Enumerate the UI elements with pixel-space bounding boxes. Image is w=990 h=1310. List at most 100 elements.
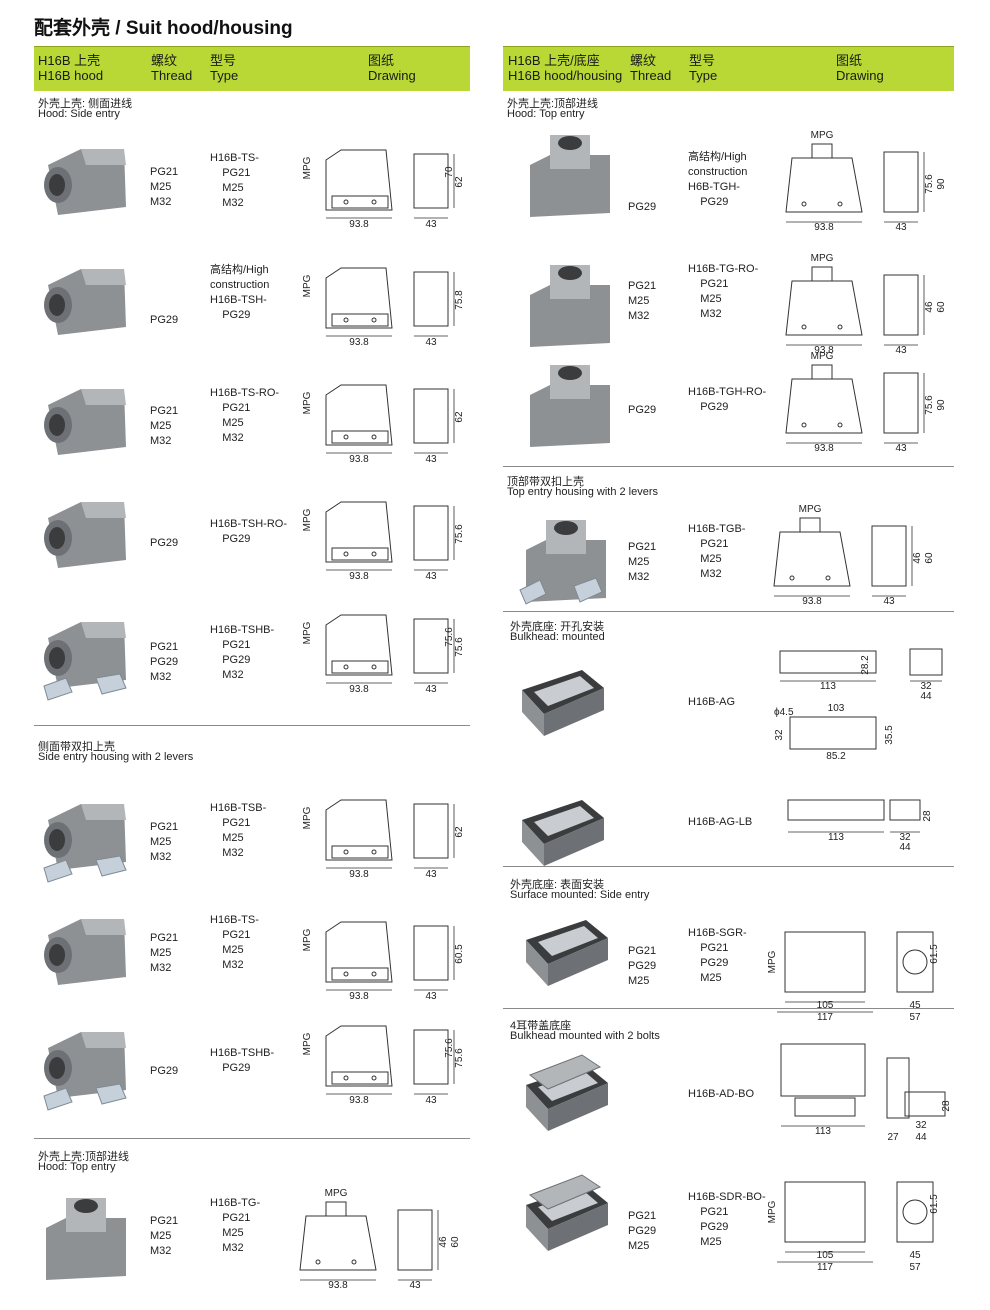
dimension-label: 61.5 — [929, 944, 940, 964]
left-type-cn: 型号 — [210, 53, 237, 68]
technical-drawing: MPG 93.8 43 75.6 — [302, 501, 465, 582]
type-code: H16B-TSB- PG21 M25 M32 — [210, 802, 267, 859]
mpg-label: MPG — [302, 928, 313, 951]
thread-options: PG29 — [150, 1065, 179, 1077]
housing-photo — [43, 622, 127, 701]
housing-photo — [530, 135, 610, 217]
type-code: H16B-TSHB- PG29 — [210, 1047, 275, 1074]
type-code: H16B-TG- PG21 M25 M32 — [210, 1197, 261, 1254]
dimension-label: 62 — [454, 826, 465, 838]
housing-photo — [44, 269, 126, 335]
dimension-label: 43 — [409, 1280, 421, 1291]
dimension-label: 43 — [425, 991, 437, 1002]
dimension-label: 93.8 — [349, 991, 369, 1002]
dimension-label: 28 — [941, 1100, 952, 1112]
dimension-label: 90 — [936, 399, 947, 411]
section-title-cn: 4耳带盖底座 — [510, 1020, 572, 1032]
housing-photo — [522, 800, 604, 866]
right-type-en: Type — [689, 68, 718, 83]
type-code: H16B-TGH-RO- PG29 — [688, 386, 767, 413]
dimension-label: 43 — [895, 345, 907, 356]
dimension-label: 61.5 — [929, 1194, 940, 1214]
dimension-label: 46 — [912, 552, 923, 564]
dimension-label: 93.8 — [349, 219, 369, 230]
thread-options: PG21 M25 M32 — [150, 405, 179, 447]
left-column-header: H16B 上壳 H16B hood 螺纹 Thread 型号 Type 图纸 D… — [34, 46, 470, 91]
dimension-label: 43 — [425, 571, 437, 582]
dimension-label: 93.8 — [814, 222, 834, 233]
housing-photo — [43, 804, 127, 883]
thread-options: PG21 M25 M32 — [150, 166, 179, 208]
thread-options: PG29 — [150, 537, 179, 549]
dimension-label: 75.6 — [924, 174, 935, 194]
type-code: H16B-SGR- PG21 PG29 M25 — [688, 927, 747, 984]
dimension-label: 93.8 — [349, 337, 369, 348]
dimension-label: 62 — [454, 411, 465, 423]
right-model-cn: H16B 上壳/底座 — [508, 53, 600, 68]
section-title-en: Hood: Top entry — [507, 108, 585, 120]
mpg-label: MPG — [767, 950, 778, 973]
left-section-divider — [34, 1138, 470, 1139]
dimension-label: 43 — [425, 454, 437, 465]
dimension-label: 93.8 — [814, 345, 834, 356]
dimension-label: 75.6 — [454, 524, 465, 544]
housing-photo — [44, 919, 126, 985]
type-code: H16B-TS- PG21 M25 M32 — [210, 914, 259, 971]
dimension-label: 93.8 — [349, 1095, 369, 1106]
section-title-cn: 外壳上壳: 侧面进线 — [38, 98, 133, 110]
section-title-cn: 侧面带双扣上壳 — [38, 741, 115, 753]
mpg-label: MPG — [325, 1188, 348, 1199]
right-column-header: H16B 上壳/底座 H16B hood/housing 螺纹 Thread 型… — [503, 46, 954, 91]
dimension-label: 43 — [425, 1095, 437, 1106]
dimension-label: 93.8 — [802, 596, 822, 607]
technical-drawing: MPG 93.8 43 62 — [302, 384, 465, 465]
dimension-label: 62 — [454, 176, 465, 188]
housing-photo — [530, 265, 610, 347]
dimension-label: 44 — [920, 691, 932, 702]
section-title-cn: 顶部带双扣上壳 — [507, 476, 584, 488]
dimension-label: 90 — [936, 178, 947, 190]
dimension-label: 43 — [425, 337, 437, 348]
dimension-label: 43 — [425, 684, 437, 695]
thread-options: PG21 M25 M32 — [150, 821, 179, 863]
dimension-label: 45 — [909, 1250, 921, 1261]
housing-photo — [530, 365, 610, 447]
left-type-en: Type — [210, 68, 239, 83]
housing-photo — [44, 502, 126, 568]
dimension-label: 117 — [817, 1012, 833, 1023]
dimension-label: 70 — [444, 166, 455, 178]
type-code: 高结构/High construction H16B-TSH- PG29 — [210, 264, 270, 321]
dimension-label: 117 — [817, 1262, 833, 1273]
right-drawing-cn: 图纸 — [836, 53, 863, 68]
mpg-label: MPG — [302, 508, 313, 531]
dimension-label: 75.6 — [924, 395, 935, 415]
dimension-label: 43 — [895, 222, 907, 233]
type-code: H16B-AG — [688, 696, 736, 708]
mpg-label: MPG — [302, 621, 313, 644]
thread-options: PG29 — [628, 404, 657, 416]
dimension-label: 75.8 — [454, 290, 465, 310]
housing-photo — [526, 1054, 608, 1131]
dimension-label: 93.8 — [349, 571, 369, 582]
dimension-label: 57 — [909, 1262, 921, 1273]
hole-diameter-label: ϕ4.5 — [774, 707, 794, 718]
type-code: H16B-TG-RO- PG21 M25 M32 — [688, 263, 759, 320]
section-title-en: Bulkhead: mounted — [510, 631, 605, 643]
mpg-label: MPG — [811, 253, 834, 264]
type-code: H16B-TSHB- PG21 PG29 M32 — [210, 624, 275, 681]
dimension-label: 57 — [909, 1012, 921, 1023]
mpg-label: MPG — [302, 391, 313, 414]
dimension-label: 93.8 — [349, 454, 369, 465]
section-title-cn: 外壳上壳:顶部进线 — [38, 1151, 130, 1163]
dimension-label: 43 — [425, 869, 437, 880]
